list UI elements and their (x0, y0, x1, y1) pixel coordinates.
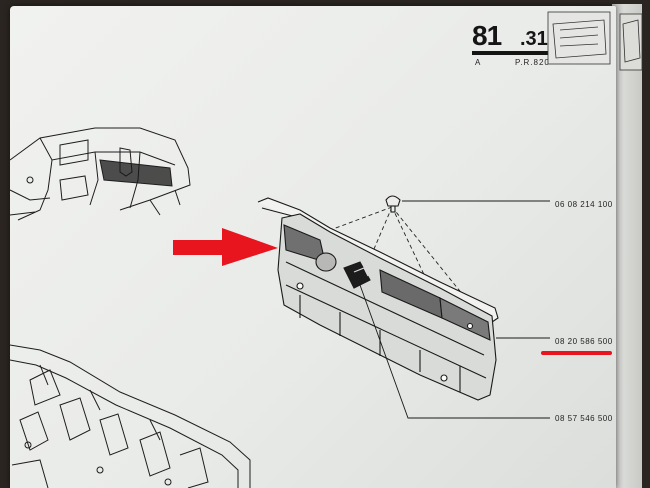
section-subnumber: .31 (520, 28, 548, 50)
part-number-lock-housing: 08 57 546 500 (555, 414, 613, 423)
corner-thumbnail (547, 11, 643, 71)
highlight-arrow (173, 228, 278, 266)
highlight-underline (541, 351, 612, 355)
rear-panel-illustration (257, 195, 499, 401)
part-number-rear-panel: 08 20 586 500 (555, 337, 613, 346)
section-variant: A (475, 58, 481, 67)
section-number: 81 (472, 20, 502, 51)
car-body-illustration (9, 127, 191, 221)
section-rule (472, 51, 552, 55)
part-number-screw: 06 08 214 100 (555, 200, 613, 209)
part-leader-lines (359, 200, 550, 419)
next-page-edge (612, 4, 642, 488)
section-reference: P.R.820 (515, 58, 550, 67)
front-panel-illustration (9, 344, 251, 488)
